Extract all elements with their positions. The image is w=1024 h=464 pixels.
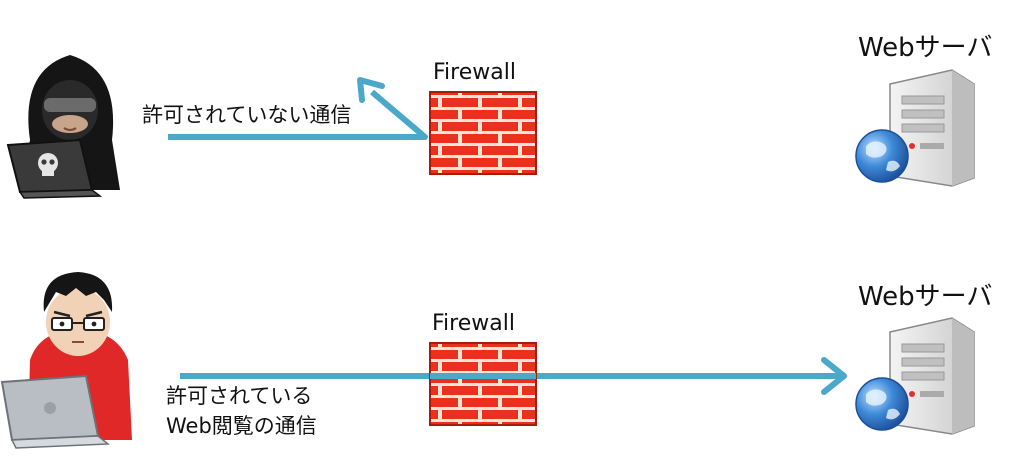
- firewall-icon: [429, 91, 537, 175]
- hacker-icon: [6, 55, 120, 199]
- web-server-label: Webサーバ: [858, 33, 993, 63]
- blocked-traffic-arrow: [168, 77, 428, 140]
- firewall-label: Firewall: [433, 60, 516, 85]
- web-server-label: Webサーバ: [858, 282, 993, 312]
- web-server-icon: [889, 317, 975, 435]
- user-icon: [0, 272, 132, 449]
- globe-icon: [855, 377, 909, 431]
- skull-icon: [38, 153, 58, 176]
- blocked-traffic-label: 許可されていない通信: [142, 103, 352, 127]
- allowed-traffic-label-line1: 許可されている: [166, 384, 313, 408]
- allowed-traffic-label-line2: Web閲覧の通信: [166, 414, 317, 438]
- globe-icon: [855, 129, 909, 183]
- web-server-icon: [889, 69, 975, 187]
- firewall-label: Firewall: [432, 311, 515, 336]
- firewall-icon: [429, 342, 537, 426]
